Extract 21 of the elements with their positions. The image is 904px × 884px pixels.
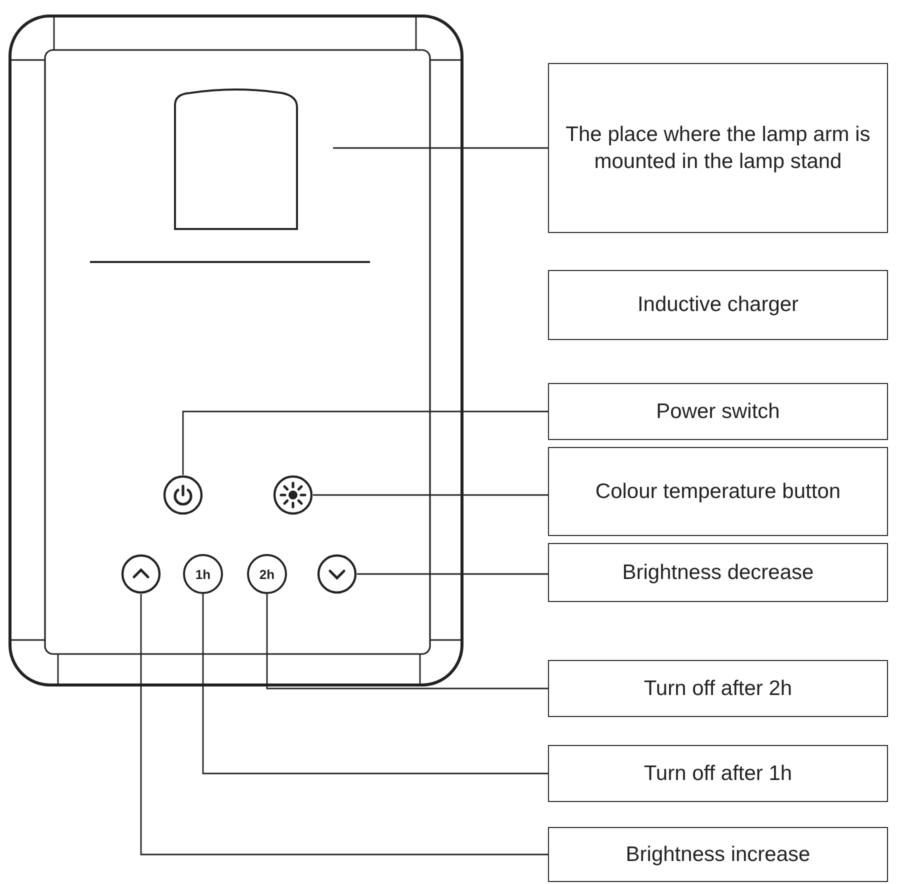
callout-label: Power switch <box>548 383 888 440</box>
timer-button: 2h <box>247 554 287 594</box>
callout-label: Turn off after 2h <box>548 660 888 717</box>
leader-line <box>357 573 548 575</box>
leader-line <box>140 594 548 856</box>
callout-label: Inductive charger <box>548 270 888 340</box>
sun-icon <box>273 475 313 515</box>
leader-line <box>313 494 548 496</box>
power-icon <box>163 475 203 515</box>
leader-line <box>333 147 548 149</box>
callout-label: Brightness increase <box>548 827 888 882</box>
callout-label: Brightness decrease <box>548 543 888 602</box>
leader-line <box>266 594 548 690</box>
up-chevron-icon <box>121 554 161 594</box>
leader-line <box>202 594 548 774</box>
callout-label: The place where the lamp arm is mounted in the lamp stand <box>548 63 888 233</box>
callout-label: Colour temperature button <box>548 447 888 536</box>
timer-button: 1h <box>183 554 223 594</box>
leader-line <box>182 410 548 475</box>
down-chevron-icon <box>317 554 357 594</box>
callout-label: Turn off after 1h <box>548 745 888 802</box>
